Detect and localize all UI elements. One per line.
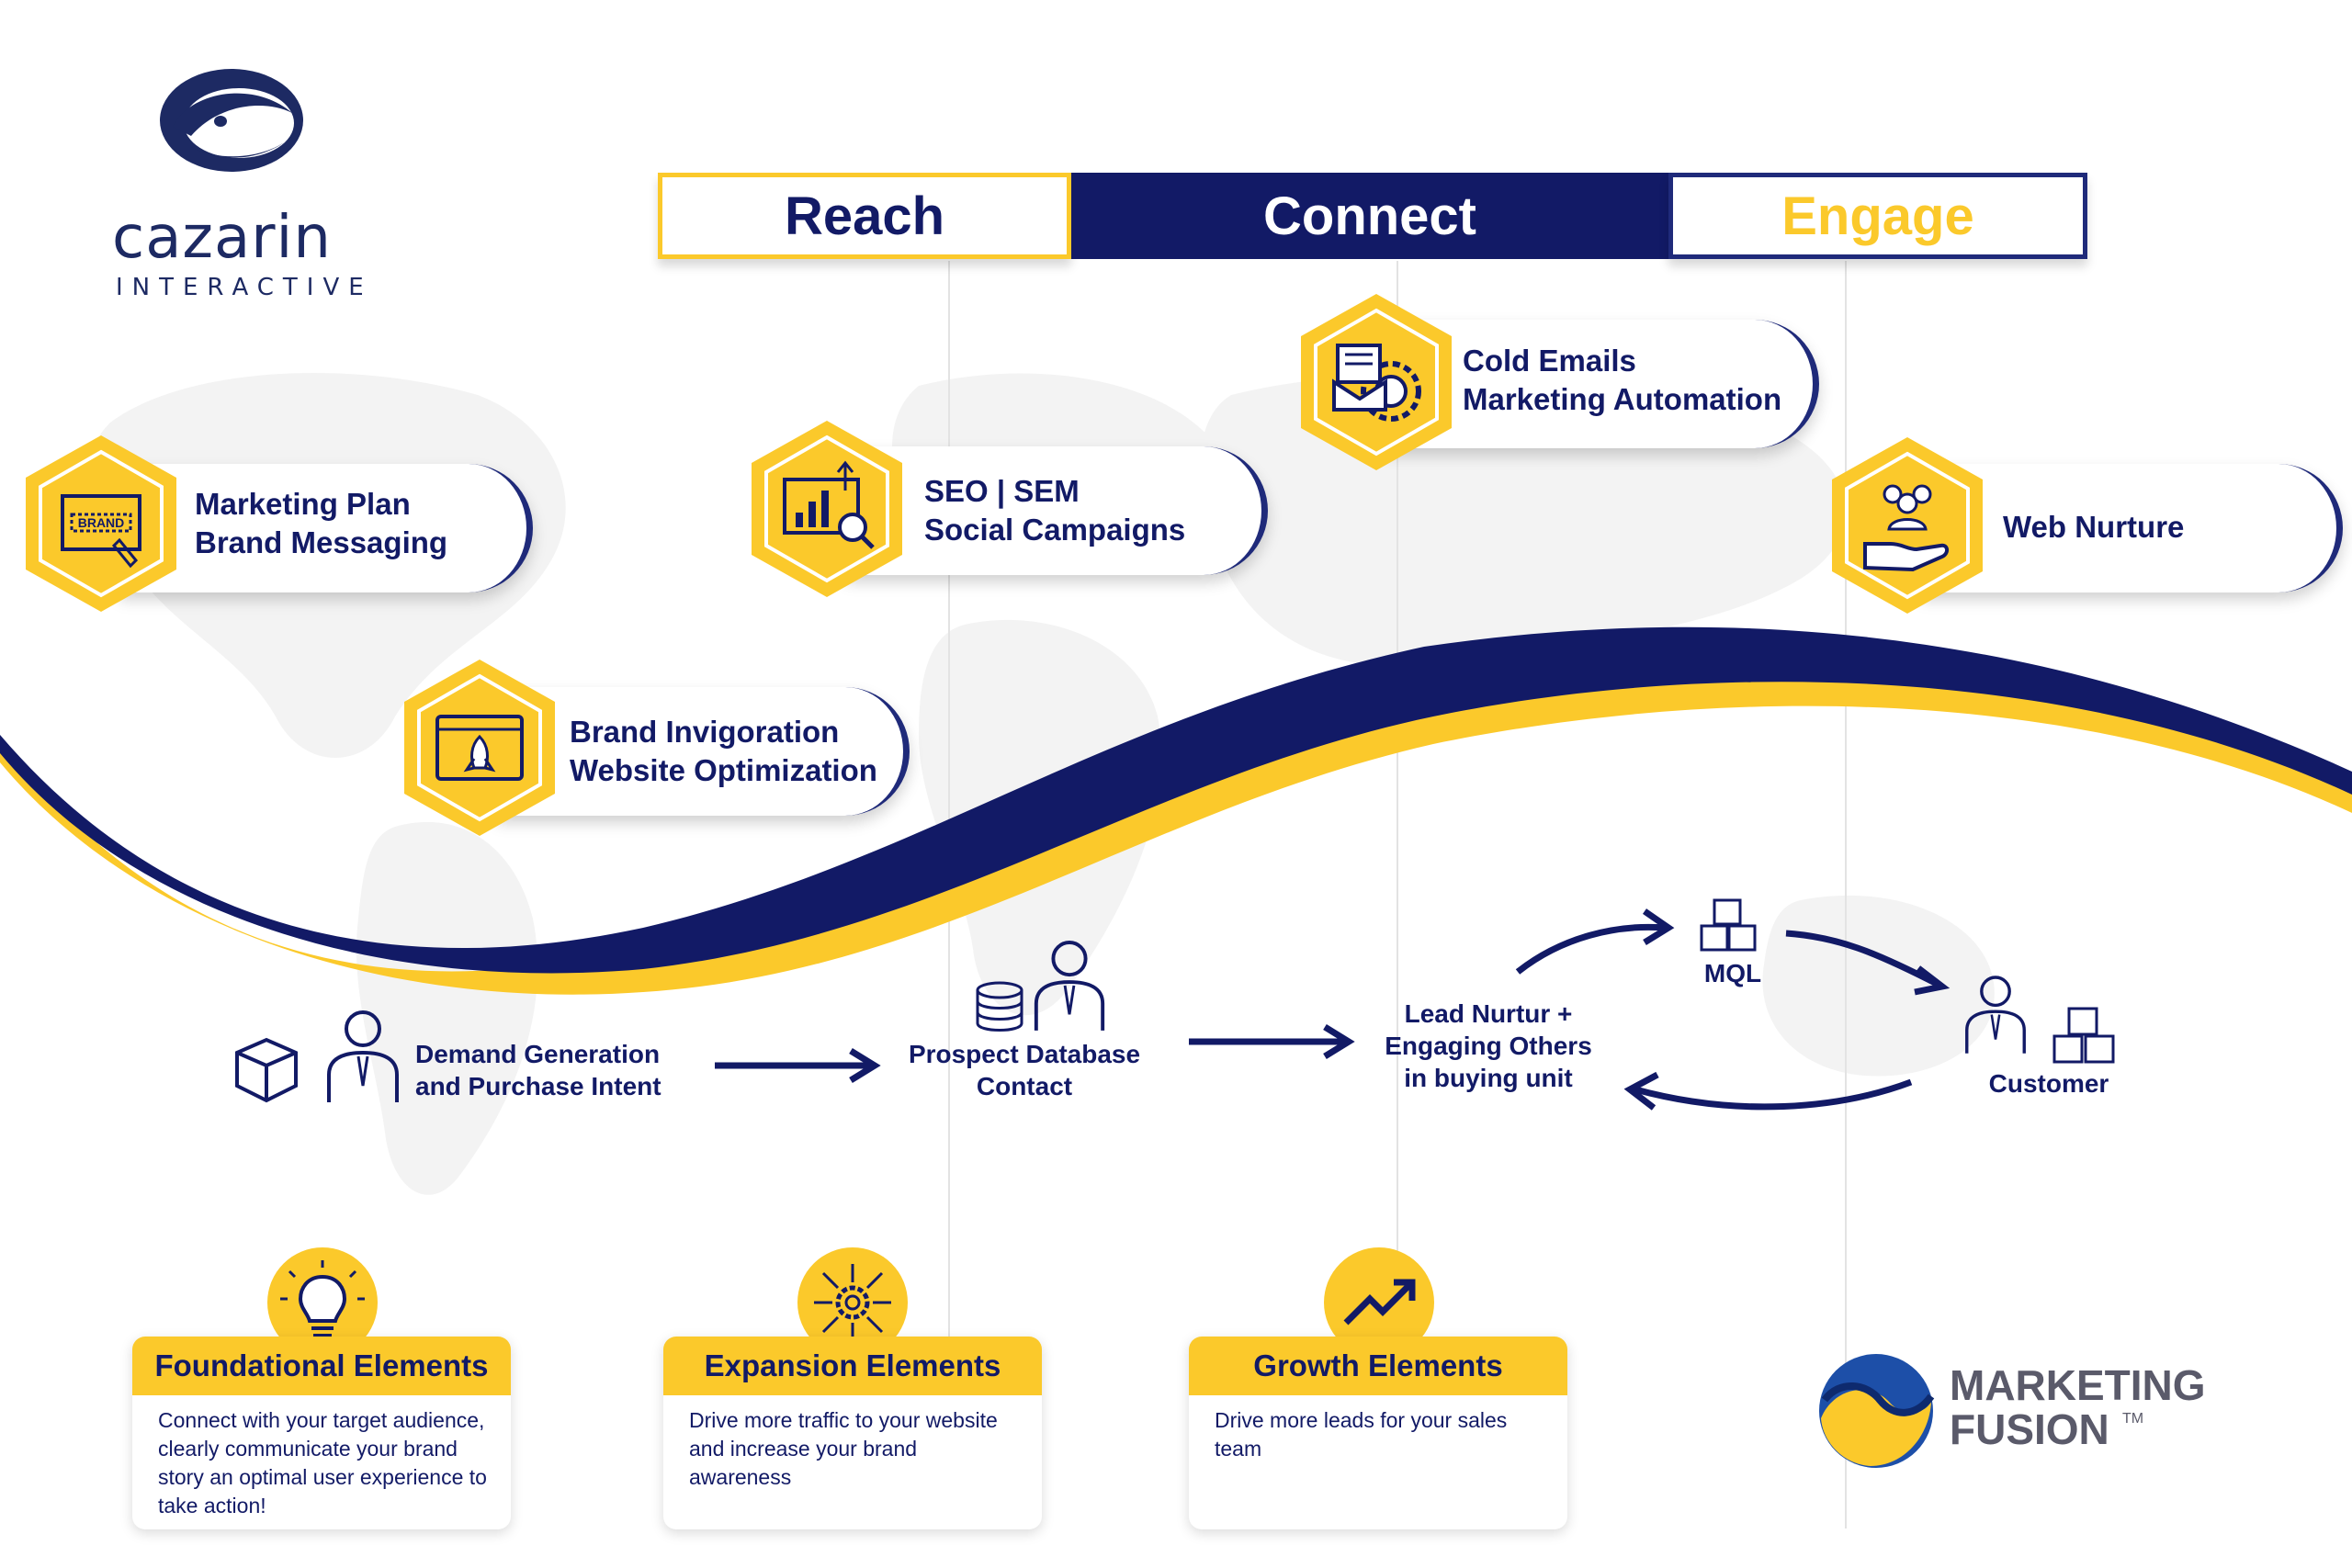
tab-reach[interactable]: Reach [658,173,1071,259]
tile-seo-sem[interactable] [845,446,1268,575]
card-body: Drive more leads for your sales team [1215,1408,1508,1461]
tab-connect-label: Connect [1263,186,1476,246]
flow-prospect: Prospect Database Contact [900,1038,1148,1102]
tile-line: Brand Invigoration [570,715,840,749]
email-automation-icon [1301,294,1452,470]
svg-text:BRAND: BRAND [78,515,125,530]
flow-line: Demand Generation [415,1040,661,1068]
analytics-search-icon [752,421,902,597]
tile-line: Marketing Automation [1463,382,1782,416]
flow-line: Lead Nurtur + [1404,999,1573,1028]
tile-seo-sem-text: SEO | SEM Social Campaigns [924,472,1185,549]
flow-line: in buying unit [1404,1064,1573,1092]
journey-wave [0,626,2352,995]
person-icon [1965,976,2026,1054]
card-expansion: Expansion Elements Drive more traffic to… [663,1337,1042,1529]
website-rocket-icon [404,660,555,836]
tile-line: Web Nurture [2003,510,2185,544]
flow-lead-nurture: Lead Nurtur + Engaging Others in buying … [1360,998,1617,1094]
marketing-fusion-wordmark: MARKETING FUSION [1950,1363,2206,1451]
person-icon [1034,941,1105,1031]
tile-web-nurture[interactable] [1920,464,2343,592]
stacked-boxes-icon [1700,898,1757,952]
trademark-mark: TM [2122,1411,2144,1427]
tile-brand-invigoration[interactable] [496,687,910,816]
tile-line: SEO | SEM [924,474,1080,508]
arrow-right-icon [715,1048,881,1083]
flow-mql: MQL [1703,959,1762,987]
tile-line: Brand Messaging [195,525,448,559]
cycle-arrows [1515,908,1951,1111]
card-body: Connect with your target audience, clear… [158,1408,487,1517]
brand-name: cazarin [112,204,332,272]
tile-line: Cold Emails [1463,344,1636,378]
flow-demand: Demand Generation and Purchase Intent [415,1038,662,1102]
tile-marketing-plan[interactable] [119,464,533,592]
card-title: Growth Elements [1189,1337,1567,1395]
tab-connect[interactable]: Connect [1071,173,1668,259]
card-title: Foundational Elements [132,1337,511,1395]
tile-line: Marketing Plan [195,487,411,521]
arrow-right-icon [1189,1024,1355,1059]
hand-people-icon [1832,437,1983,614]
cazarin-logo-icon [160,69,303,172]
card-growth: Growth Elements Drive more leads for you… [1189,1337,1567,1529]
card-foundational: Foundational Elements Connect with your … [132,1337,511,1529]
card-body: Drive more traffic to your website and i… [689,1408,998,1489]
card-title: Expansion Elements [663,1337,1042,1395]
tab-engage-label: Engage [1781,186,1974,246]
marketing-fusion-logo-icon [1819,1354,1935,1468]
tab-reach-label: Reach [784,186,945,246]
wordmark-line: MARKETING [1950,1361,2206,1409]
tile-cold-emails[interactable] [1387,320,1819,448]
flow-line: Prospect Database [908,1040,1141,1068]
tile-line: Social Campaigns [924,513,1186,547]
package-icon [2052,1007,2115,1064]
person-icon [327,1010,399,1102]
flow-customer: Customer [1988,1069,2109,1098]
tile-cold-emails-text: Cold Emails Marketing Automation [1463,342,1781,419]
brand-subtitle: INTERACTIVE [116,274,373,301]
flow-line: and Purchase Intent [415,1072,662,1100]
brand-plan-icon: BRAND [26,435,176,612]
tile-line: Website Optimization [570,753,877,787]
tab-engage[interactable]: Engage [1668,173,2087,259]
tile-brand-invigoration-text: Brand Invigoration Website Optimization [570,713,877,790]
tile-marketing-plan-text: Marketing Plan Brand Messaging [195,485,447,562]
tile-web-nurture-text: Web Nurture [2003,508,2184,547]
flow-line: Engaging Others [1385,1032,1592,1060]
column-divider [1845,261,1847,1529]
box-icon [235,1037,298,1103]
flow-line: Contact [976,1072,1073,1100]
wordmark-line: FUSION [1950,1405,2109,1453]
column-divider [1396,261,1398,1529]
database-icon [976,981,1023,1032]
